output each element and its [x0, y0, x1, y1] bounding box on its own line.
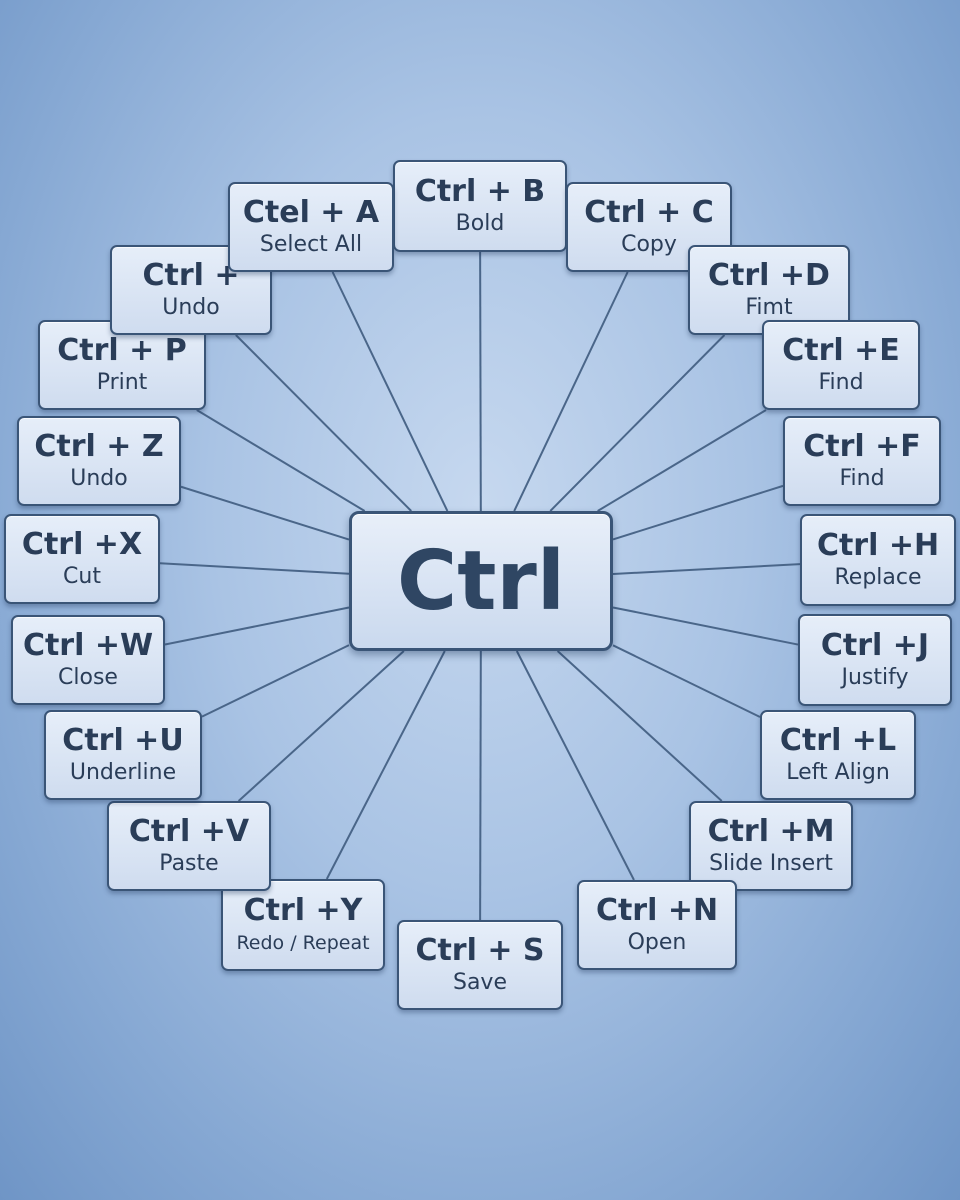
key-action: Undo	[162, 295, 220, 320]
key-ctrl-m[interactable]: Ctrl +M Slide Insert	[689, 801, 853, 891]
ctrl-center-key[interactable]: Ctrl	[349, 511, 613, 651]
key-combo: Ctrl +H	[816, 528, 940, 563]
key-combo: Ctrl +M	[707, 814, 835, 849]
key-combo: Ctrl +J	[820, 628, 930, 663]
key-combo: Ctrl +N	[595, 893, 719, 928]
key-action: Save	[452, 970, 507, 995]
key-action: Find	[839, 466, 885, 491]
key-combo: Ctrl +X	[21, 527, 143, 562]
key-action: Copy	[621, 232, 677, 257]
key-action: Print	[96, 370, 148, 395]
key-combo: Ctrl + B	[414, 174, 546, 209]
key-action: Justify	[841, 665, 909, 690]
key-ctrl-u[interactable]: Ctrl +U Underline	[44, 710, 202, 800]
key-action: Replace	[834, 565, 922, 590]
key-combo: Ctrl + C	[584, 195, 714, 230]
key-action: Slide Insert	[709, 851, 833, 876]
key-action: Left Align	[786, 760, 890, 785]
key-ctrl-z[interactable]: Ctrl + Z Undo	[17, 416, 181, 506]
key-ctrl-l[interactable]: Ctrl +L Left Align	[760, 710, 916, 800]
key-ctrl-n[interactable]: Ctrl +N Open	[577, 880, 737, 970]
connector-line	[331, 271, 449, 512]
key-action: Redo / Repeat	[236, 932, 370, 954]
ctrl-center-label: Ctrl	[397, 533, 565, 629]
key-action: Paste	[159, 851, 219, 876]
key-ctrl-s[interactable]: Ctrl + S Save	[397, 920, 563, 1010]
key-action: Undo	[70, 466, 128, 491]
key-combo: Ctel + A	[242, 195, 380, 230]
key-action: Select All	[259, 232, 363, 257]
key-combo: Ctrl +U	[62, 723, 184, 758]
key-combo: Ctrl +F	[803, 429, 921, 464]
key-ctrl-b[interactable]: Ctrl + B Bold	[393, 160, 567, 252]
connector-line	[159, 562, 350, 575]
connector-line	[612, 644, 761, 718]
connector-line	[612, 484, 784, 541]
connector-line	[479, 650, 482, 921]
key-action: Find	[818, 370, 864, 395]
connector-line	[597, 409, 767, 512]
key-combo: Ctrl + S	[415, 933, 545, 968]
key-ctrl-h[interactable]: Ctrl +H Replace	[800, 514, 956, 606]
key-ctrl-x[interactable]: Ctrl +X Cut	[4, 514, 160, 604]
key-combo: Ctrl +E	[782, 333, 900, 368]
key-ctrl-e[interactable]: Ctrl +E Find	[762, 320, 920, 410]
key-ctrl-y[interactable]: Ctrl +Y Redo / Repeat	[221, 879, 385, 971]
connector-line	[612, 606, 799, 646]
key-action: Bold	[455, 211, 505, 236]
key-combo: Ctrl +L	[779, 723, 897, 758]
connector-line	[196, 409, 366, 512]
connector-line	[479, 251, 482, 512]
key-action: Cut	[63, 564, 101, 589]
key-combo: Ctrl +D	[708, 258, 830, 293]
key-combo: Ctrl + Z	[34, 429, 164, 464]
key-ctrl-v[interactable]: Ctrl +V Paste	[107, 801, 271, 891]
key-combo: Ctrl +Y	[243, 893, 363, 928]
key-combo: Ctrl +W	[22, 628, 154, 663]
connector-line	[513, 271, 629, 512]
connector-line	[201, 644, 350, 718]
key-action: Fimt	[745, 295, 793, 320]
key-action: Open	[627, 930, 687, 955]
connector-line	[235, 334, 412, 512]
connector-line	[164, 606, 350, 646]
connector-line	[325, 650, 446, 880]
connector-line	[612, 563, 801, 576]
connector-line	[237, 650, 405, 802]
key-ctrl-p[interactable]: Ctrl + P Print	[38, 320, 206, 410]
key-ctrl-blank[interactable]: Ctrl + Undo	[110, 245, 272, 335]
key-action: Underline	[69, 760, 177, 785]
key-ctel-a[interactable]: Ctel + A Select All	[228, 182, 394, 272]
connector-line	[515, 650, 635, 881]
connector-line	[556, 650, 723, 802]
connector-line	[549, 334, 726, 512]
connector-line	[180, 485, 350, 541]
key-action: Close	[58, 665, 118, 690]
key-combo: Ctrl +V	[128, 814, 250, 849]
key-ctrl-f[interactable]: Ctrl +F Find	[783, 416, 941, 506]
key-combo: Ctrl +	[142, 258, 240, 293]
key-combo: Ctrl + P	[57, 333, 187, 368]
key-ctrl-w[interactable]: Ctrl +W Close	[11, 615, 165, 705]
key-ctrl-j[interactable]: Ctrl +J Justify	[798, 614, 952, 706]
